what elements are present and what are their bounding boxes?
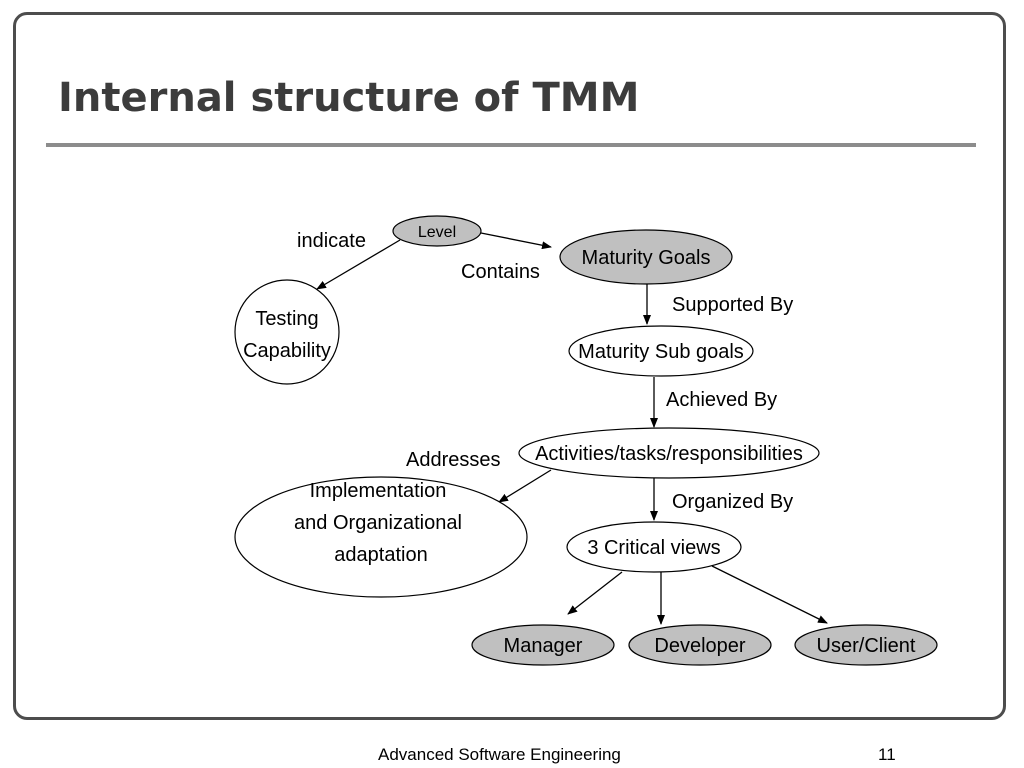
node-activities-label: Activities/tasks/responsibilities — [535, 443, 803, 465]
node-developer-label: Developer — [654, 635, 746, 657]
node-user-client: User/Client — [794, 624, 938, 666]
edge-label-contains: Contains — [461, 261, 540, 283]
node-testing-capability-line-1: Testing — [255, 308, 318, 330]
title-underline — [46, 143, 976, 147]
edge-level-to-testing-capability — [316, 239, 401, 290]
node-testing-capability: Testing Capability — [234, 279, 340, 385]
node-level-label: Level — [418, 224, 456, 241]
footer-page-number: 11 — [878, 745, 896, 764]
node-implementation-line-1: Implementation — [310, 480, 447, 502]
slide-title: Internal structure of TMM — [58, 75, 640, 121]
node-activities: Activities/tasks/responsibilities — [518, 427, 820, 479]
footer-course-name: Advanced Software Engineering — [378, 745, 621, 764]
node-manager-label: Manager — [504, 635, 583, 657]
slide-frame — [13, 12, 1006, 720]
node-testing-capability-line-2: Capability — [243, 340, 331, 362]
node-manager: Manager — [471, 624, 615, 666]
edge-label-addresses: Addresses — [406, 449, 501, 471]
node-critical-views: 3 Critical views — [566, 521, 742, 573]
node-maturity-goals: Maturity Goals — [559, 229, 733, 285]
edge-critical-views-to-manager — [567, 571, 623, 615]
edge-level-to-maturity-goals — [480, 232, 552, 250]
node-critical-views-label: 3 Critical views — [587, 537, 720, 559]
edge-label-achieved-by: Achieved By — [666, 389, 777, 411]
edge-label-supported-by: Supported By — [672, 294, 793, 316]
node-user-client-label: User/Client — [817, 635, 916, 657]
node-developer: Developer — [628, 624, 772, 666]
edge-critical-views-to-user-client — [711, 565, 828, 624]
node-maturity-sub-goals: Maturity Sub goals — [568, 325, 754, 377]
node-implementation-line-3: adaptation — [334, 544, 427, 566]
edge-label-indicate: indicate — [297, 230, 366, 252]
node-implementation: Implementation and Organizational adapta… — [234, 476, 528, 598]
node-level: Level — [392, 215, 482, 247]
node-maturity-goals-label: Maturity Goals — [582, 247, 711, 269]
node-implementation-line-2: and Organizational — [294, 512, 462, 534]
edge-activities-to-implementation — [498, 469, 552, 503]
edge-label-organized-by: Organized By — [672, 491, 793, 513]
node-maturity-sub-goals-label: Maturity Sub goals — [578, 341, 744, 363]
